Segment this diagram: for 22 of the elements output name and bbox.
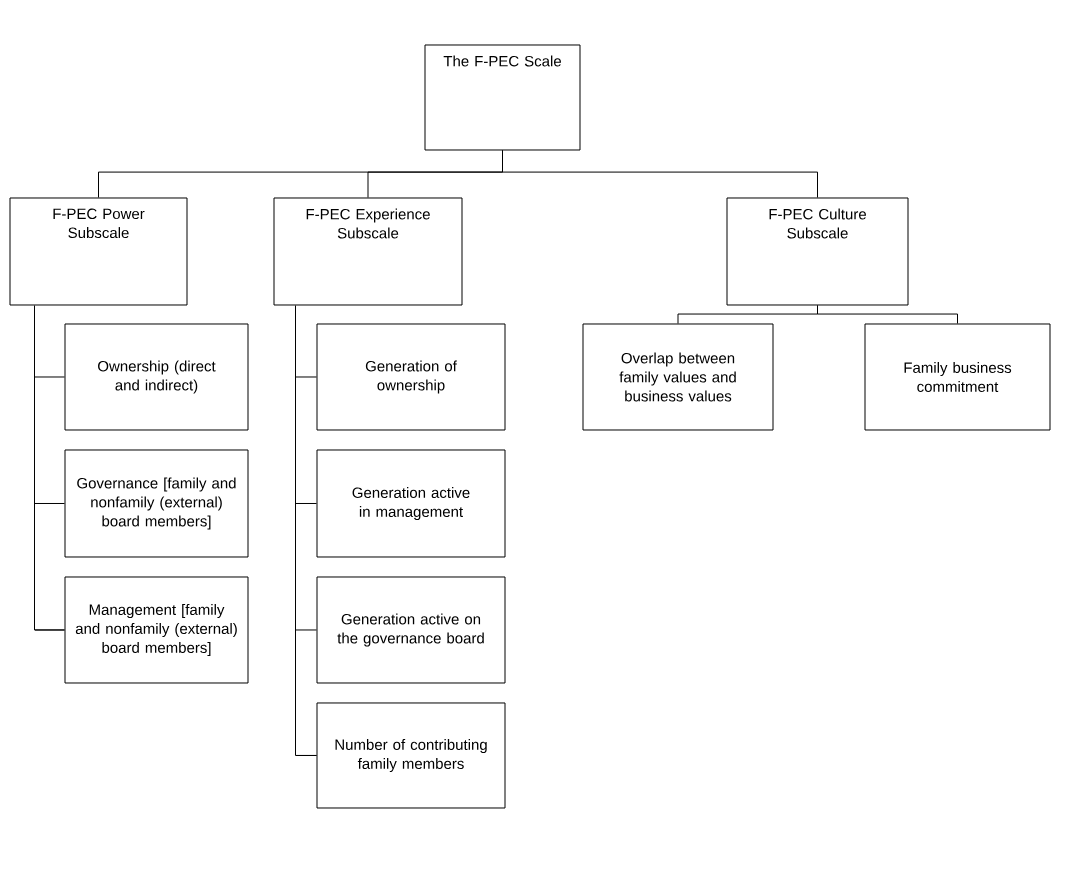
item-box: Management [family and nonfamily (external) board members]: [64, 576, 249, 684]
subscale-box: F-PEC Culture Subscale: [726, 197, 909, 306]
connector-line: [295, 629, 317, 631]
subscale-box: F-PEC Power Subscale: [9, 197, 188, 306]
connector-line: [34, 629, 65, 631]
item-box: Overlap between family values and business values: [582, 323, 774, 431]
connector-line: [295, 503, 317, 504]
item-box: Ownership (direct and indirect): [64, 323, 249, 431]
root-box: The F-PEC Scale: [424, 44, 581, 151]
connector-line: [34, 376, 65, 378]
connector-line: [817, 305, 958, 324]
connector-line: [34, 503, 65, 504]
connector-line: [502, 150, 818, 198]
item-box: Governance [family and nonfamily (external) board members]: [64, 449, 249, 558]
item-box: Generation of ownership: [316, 323, 506, 431]
connector-line: [295, 376, 317, 378]
item-box: Number of contributing family members: [316, 702, 506, 809]
connector-line: [295, 755, 317, 756]
subscale-box: F-PEC Experience Subscale: [273, 197, 463, 306]
item-box: Generation active on the governance board: [316, 576, 506, 684]
item-box: Family business commitment: [864, 323, 1051, 431]
item-box: Generation active in management: [316, 449, 506, 558]
